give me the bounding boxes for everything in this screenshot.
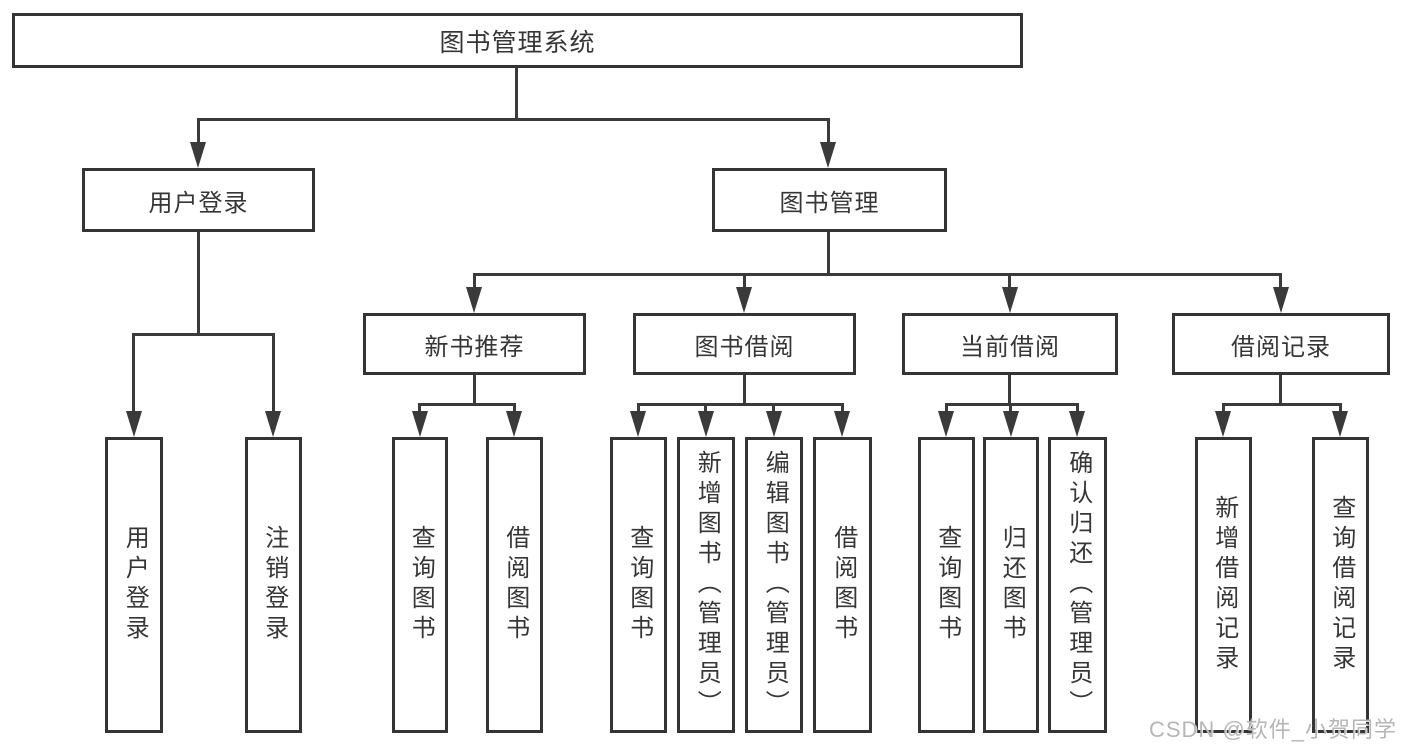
connector-line xyxy=(418,403,421,413)
leaf-edit-book-admin-label: 编辑图书（管理员） xyxy=(761,450,789,720)
connector-line xyxy=(1222,403,1225,413)
csdn-watermark: CSDN @软件_小贺同学 xyxy=(1148,717,1397,742)
arrow-down-icon xyxy=(190,142,206,168)
connector-line xyxy=(945,403,1079,406)
connector-line xyxy=(473,273,1282,276)
leaf-borrow-book-1: 借阅图书 xyxy=(486,437,543,733)
arrow-down-icon xyxy=(630,411,646,437)
connector-line xyxy=(197,118,200,144)
node-borrow-records: 借阅记录 xyxy=(1172,313,1390,375)
connector-line xyxy=(637,403,844,406)
node-new-book-recommend-label: 新书推荐 xyxy=(424,333,525,361)
leaf-return-book-label: 归还图书 xyxy=(998,525,1026,645)
connector-line xyxy=(827,118,830,144)
connector-line xyxy=(1076,403,1079,413)
node-user-login: 用户登录 xyxy=(82,168,315,232)
arrow-down-icon xyxy=(736,287,752,313)
connector-line xyxy=(1008,375,1011,406)
connector-line xyxy=(1279,273,1282,289)
leaf-edit-book-admin: 编辑图书（管理员） xyxy=(745,437,803,733)
node-user-login-label: 用户登录 xyxy=(148,189,249,217)
arrow-down-icon xyxy=(1069,411,1085,437)
leaf-query-book-3: 查询图书 xyxy=(918,437,975,733)
node-current-borrow-label: 当前借阅 xyxy=(960,333,1060,361)
connector-line xyxy=(272,333,275,413)
node-root-label: 图书管理系统 xyxy=(439,28,596,57)
connector-line xyxy=(132,333,275,336)
connector-line xyxy=(1279,375,1282,406)
connector-line xyxy=(743,375,746,406)
connector-line xyxy=(197,118,830,121)
node-book-borrow-label: 图书借阅 xyxy=(694,333,795,361)
leaf-user-login: 用户登录 xyxy=(105,437,163,733)
node-book-management-label: 图书管理 xyxy=(779,189,880,217)
connector-line xyxy=(841,403,844,413)
arrow-down-icon xyxy=(766,411,782,437)
node-root: 图书管理系统 xyxy=(12,13,1023,68)
leaf-confirm-return-admin: 确认归还（管理员） xyxy=(1048,437,1107,733)
leaf-query-book-2: 查询图书 xyxy=(610,437,667,733)
arrow-down-icon xyxy=(412,411,428,437)
connector-line xyxy=(743,273,746,289)
connector-line xyxy=(1339,403,1342,413)
connector-line xyxy=(827,232,830,276)
leaf-borrow-book-2: 借阅图书 xyxy=(813,437,872,733)
connector-line xyxy=(1009,403,1012,413)
arrow-down-icon xyxy=(1273,287,1289,313)
leaf-user-login-label: 用户登录 xyxy=(121,525,149,645)
node-current-borrow: 当前借阅 xyxy=(902,313,1118,375)
connector-line xyxy=(704,403,707,413)
leaf-borrow-book-1-label: 借阅图书 xyxy=(501,525,529,645)
arrow-down-icon xyxy=(126,411,142,437)
connector-line xyxy=(945,403,948,413)
leaf-add-book-admin: 新增图书（管理员） xyxy=(677,437,735,733)
arrow-down-icon xyxy=(938,411,954,437)
leaf-query-book-3-label: 查询图书 xyxy=(933,525,961,645)
arrow-down-icon xyxy=(1332,411,1348,437)
leaf-query-borrow-record: 查询借阅记录 xyxy=(1312,437,1369,733)
arrow-down-icon xyxy=(466,287,482,313)
connector-line xyxy=(1222,403,1342,406)
connector-line xyxy=(772,403,775,413)
leaf-return-book: 归还图书 xyxy=(983,437,1039,733)
connector-line xyxy=(132,333,135,413)
connector-line xyxy=(473,375,476,406)
arrow-down-icon xyxy=(1215,411,1231,437)
arrow-down-icon xyxy=(1003,411,1019,437)
connector-line xyxy=(418,403,516,406)
leaf-query-book-2-label: 查询图书 xyxy=(625,525,653,645)
leaf-add-borrow-record: 新增借阅记录 xyxy=(1195,437,1252,733)
leaf-query-book-1-label: 查询图书 xyxy=(407,525,435,645)
arrow-down-icon xyxy=(265,411,281,437)
connector-line xyxy=(515,68,518,121)
connector-line xyxy=(1008,273,1011,289)
node-book-management: 图书管理 xyxy=(712,168,947,232)
leaf-logout: 注销登录 xyxy=(245,437,302,733)
arrow-down-icon xyxy=(820,142,836,168)
connector-line xyxy=(513,403,516,413)
connector-line xyxy=(637,403,640,413)
arrow-down-icon xyxy=(834,411,850,437)
leaf-borrow-book-2-label: 借阅图书 xyxy=(829,525,857,645)
arrow-down-icon xyxy=(698,411,714,437)
arrow-down-icon xyxy=(506,411,522,437)
leaf-logout-label: 注销登录 xyxy=(260,525,288,645)
node-book-borrow: 图书借阅 xyxy=(633,313,856,375)
leaf-query-book-1: 查询图书 xyxy=(392,437,448,733)
node-new-book-recommend: 新书推荐 xyxy=(363,313,586,375)
leaf-add-borrow-record-label: 新增借阅记录 xyxy=(1210,495,1238,675)
connector-line xyxy=(197,232,200,336)
leaf-query-borrow-record-label: 查询借阅记录 xyxy=(1327,495,1355,675)
leaf-confirm-return-admin-label: 确认归还（管理员） xyxy=(1064,450,1092,720)
node-borrow-records-label: 借阅记录 xyxy=(1231,333,1331,361)
connector-line xyxy=(473,273,476,289)
arrow-down-icon xyxy=(1002,287,1018,313)
leaf-add-book-admin-label: 新增图书（管理员） xyxy=(693,450,721,720)
